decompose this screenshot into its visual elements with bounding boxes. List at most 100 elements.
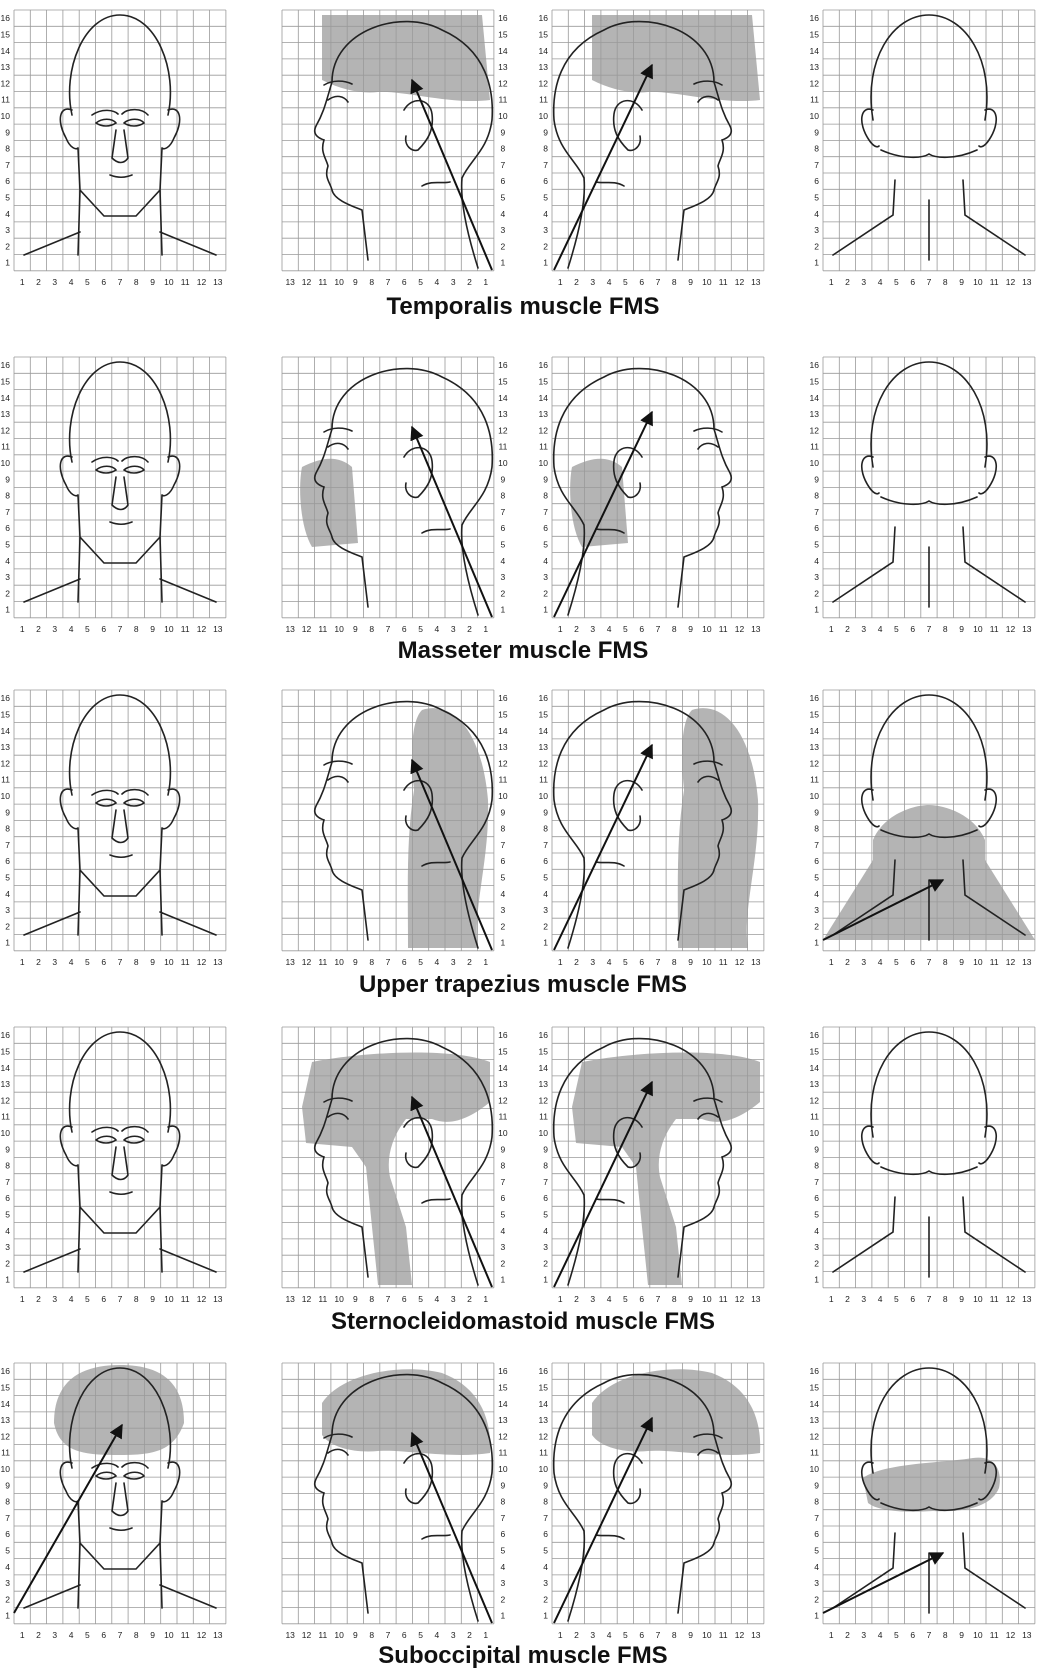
y-tick-label: 14 — [539, 1399, 549, 1409]
y-tick-label: 10 — [810, 458, 820, 468]
y-tick-label: 8 — [501, 144, 506, 154]
y-tick-label: 13 — [498, 1415, 508, 1425]
x-tick-label: 5 — [623, 1630, 628, 1640]
y-tick-label: 3 — [501, 225, 506, 235]
x-tick-label: 9 — [150, 624, 155, 634]
x-tick-label: 6 — [639, 277, 644, 287]
x-tick-label: 4 — [607, 957, 612, 967]
y-tick-label: 7 — [543, 1513, 548, 1523]
y-tick-label: 7 — [814, 840, 819, 850]
x-tick-label: 1 — [829, 957, 834, 967]
y-tick-label: 5 — [5, 872, 10, 882]
y-tick-label: 6 — [5, 176, 10, 186]
y-tick-label: 12 — [1, 1431, 11, 1441]
grid-lines — [14, 357, 226, 618]
y-tick-label: 3 — [5, 905, 10, 915]
y-tick-label: 3 — [501, 572, 506, 582]
y-tick-label: 13 — [539, 62, 549, 72]
y-tick-label: 10 — [498, 458, 508, 468]
x-tick-label: 11 — [318, 957, 327, 967]
y-tick-label: 8 — [814, 824, 819, 834]
y-tick-label: 15 — [498, 376, 508, 386]
y-tick-label: 1 — [814, 605, 819, 615]
y-tick-label: 15 — [498, 709, 508, 719]
y-tick-label: 12 — [539, 1431, 549, 1441]
y-tick-label: 15 — [498, 1382, 508, 1392]
x-tick-label: 10 — [164, 957, 174, 967]
y-tick-label: 8 — [814, 144, 819, 154]
y-tick-label: 12 — [1, 758, 11, 768]
x-tick-label: 6 — [402, 1630, 407, 1640]
x-tick-label: 8 — [134, 1630, 139, 1640]
y-tick-label: 4 — [543, 209, 548, 219]
x-tick-label: 3 — [861, 1294, 866, 1304]
panel-3-right-profile: 1312111098765432112345678910111213141516 — [282, 690, 508, 967]
x-tick-label: 3 — [52, 1630, 57, 1640]
x-tick-label: 11 — [990, 1630, 999, 1640]
x-tick-label: 5 — [85, 277, 90, 287]
y-tick-label: 1 — [501, 258, 506, 268]
y-tick-label: 2 — [501, 241, 506, 251]
x-tick-label: 8 — [134, 624, 139, 634]
x-tick-label: 13 — [213, 957, 223, 967]
y-tick-label: 3 — [814, 1242, 819, 1252]
x-tick-label: 8 — [943, 957, 948, 967]
x-tick-label: 5 — [623, 1294, 628, 1304]
pain-shading-masseter-side — [300, 459, 358, 547]
x-tick-label: 8 — [672, 1630, 677, 1640]
y-tick-label: 15 — [498, 29, 508, 39]
x-tick-label: 3 — [861, 957, 866, 967]
y-tick-label: 10 — [1, 111, 11, 121]
x-tick-label: 2 — [845, 1630, 850, 1640]
y-tick-label: 9 — [814, 1480, 819, 1490]
x-tick-label: 2 — [845, 277, 850, 287]
x-tick-label: 7 — [386, 1630, 391, 1640]
y-tick-label: 7 — [814, 507, 819, 517]
y-tick-label: 8 — [543, 144, 548, 154]
x-tick-label: 12 — [735, 1294, 745, 1304]
x-tick-label: 5 — [623, 624, 628, 634]
y-tick-label: 3 — [543, 905, 548, 915]
row-title-suboccipital: Suboccipital muscle FMS — [0, 1642, 1046, 1670]
y-tick-label: 14 — [498, 1063, 508, 1073]
x-tick-label: 11 — [719, 1630, 728, 1640]
x-tick-label: 7 — [386, 624, 391, 634]
x-tick-label: 5 — [85, 1630, 90, 1640]
x-tick-label: 12 — [302, 1630, 312, 1640]
referral-arrow — [554, 412, 652, 617]
y-tick-label: 12 — [539, 78, 549, 88]
x-tick-label: 1 — [558, 624, 563, 634]
y-tick-label: 7 — [814, 160, 819, 170]
y-tick-label: 2 — [814, 241, 819, 251]
x-tick-label: 9 — [353, 957, 358, 967]
x-tick-label: 11 — [318, 277, 327, 287]
x-tick-label: 1 — [829, 277, 834, 287]
y-tick-label: 3 — [814, 905, 819, 915]
x-tick-label: 4 — [435, 624, 440, 634]
y-tick-label: 16 — [498, 13, 508, 23]
x-tick-label: 2 — [467, 277, 472, 287]
x-tick-label: 7 — [656, 957, 661, 967]
x-tick-label: 13 — [751, 1294, 761, 1304]
y-tick-label: 15 — [1, 376, 11, 386]
x-tick-label: 11 — [318, 1630, 327, 1640]
y-tick-label: 14 — [539, 46, 549, 56]
y-tick-label: 10 — [1, 458, 11, 468]
y-tick-label: 3 — [5, 225, 10, 235]
x-tick-label: 13 — [213, 1630, 223, 1640]
y-tick-label: 13 — [498, 62, 508, 72]
y-tick-label: 3 — [543, 1578, 548, 1588]
x-tick-label: 5 — [894, 1630, 899, 1640]
y-tick-label: 16 — [498, 1366, 508, 1376]
x-tick-label: 3 — [451, 1294, 456, 1304]
y-tick-label: 13 — [810, 1415, 820, 1425]
y-tick-label: 8 — [814, 1161, 819, 1171]
y-tick-label: 5 — [814, 192, 819, 202]
x-tick-label: 6 — [910, 957, 915, 967]
y-tick-label: 2 — [543, 1594, 548, 1604]
x-tick-label: 13 — [1022, 1630, 1032, 1640]
panel-2-back: 1234567891011121312345678910111213141516 — [810, 357, 1035, 634]
x-tick-label: 6 — [910, 277, 915, 287]
x-tick-label: 3 — [590, 1294, 595, 1304]
x-tick-label: 9 — [150, 1294, 155, 1304]
